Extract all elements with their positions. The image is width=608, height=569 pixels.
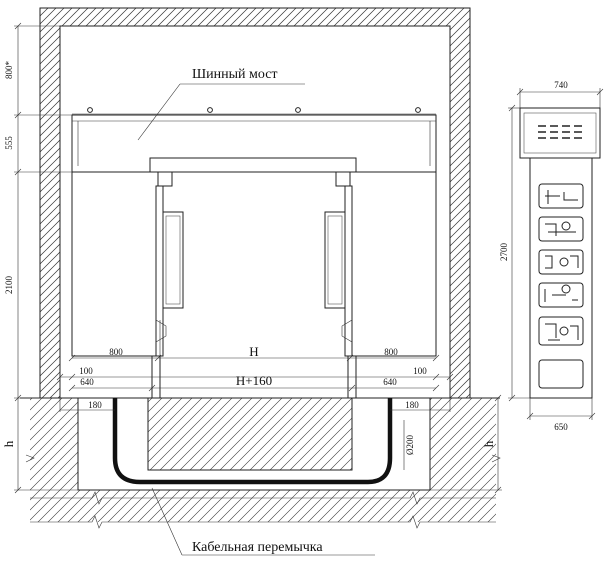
- dim-bridge-height: 555: [4, 136, 14, 150]
- vertical-dimensions: 800* 555 2100: [4, 22, 72, 402]
- dim-h-right: h: [481, 440, 496, 447]
- dim-left-180: 180: [88, 400, 102, 410]
- dim-pipe-diameter: Ø200: [405, 435, 415, 455]
- dim-h-left: h: [1, 440, 16, 447]
- dim-right-100: 100: [413, 366, 427, 376]
- dim-left-800: 800: [109, 347, 123, 357]
- dim-right-180: 180: [405, 400, 419, 410]
- dim-side-height: 2700: [499, 243, 509, 262]
- right-cabinet: [324, 171, 437, 398]
- busbar-bridge: [71, 107, 437, 173]
- floor-section: [20, 397, 501, 529]
- label-cable-jumper: Кабельная перемычка: [192, 540, 323, 555]
- dim-H: H: [249, 344, 258, 359]
- dim-H-plus-160: H+160: [236, 373, 272, 388]
- cable-jumper-leader: Кабельная перемычка: [151, 487, 375, 556]
- dim-right-640: 640: [383, 377, 397, 387]
- busbar-bridge-leader: Шинный мост: [137, 67, 305, 141]
- depth-dimensions: h h Ø200: [1, 394, 502, 494]
- dim-side-top-width: 740: [554, 80, 568, 90]
- dim-cabinet-height: 2100: [4, 276, 14, 295]
- dim-left-640: 640: [80, 377, 94, 387]
- side-view-cabinet: 740 2700 650: [499, 80, 604, 432]
- cable-jumper-line: [112, 398, 393, 485]
- horizontal-dimensions: 800 H 800 100 100 640 H+160 640 180 180: [56, 344, 454, 412]
- left-cabinet: [71, 171, 184, 398]
- dim-left-100: 100: [79, 366, 93, 376]
- dim-right-800: 800: [384, 347, 398, 357]
- dim-top-gap: 800*: [4, 61, 14, 80]
- dim-side-bottom-width: 650: [554, 422, 568, 432]
- label-busbar-bridge: Шинный мост: [192, 67, 278, 82]
